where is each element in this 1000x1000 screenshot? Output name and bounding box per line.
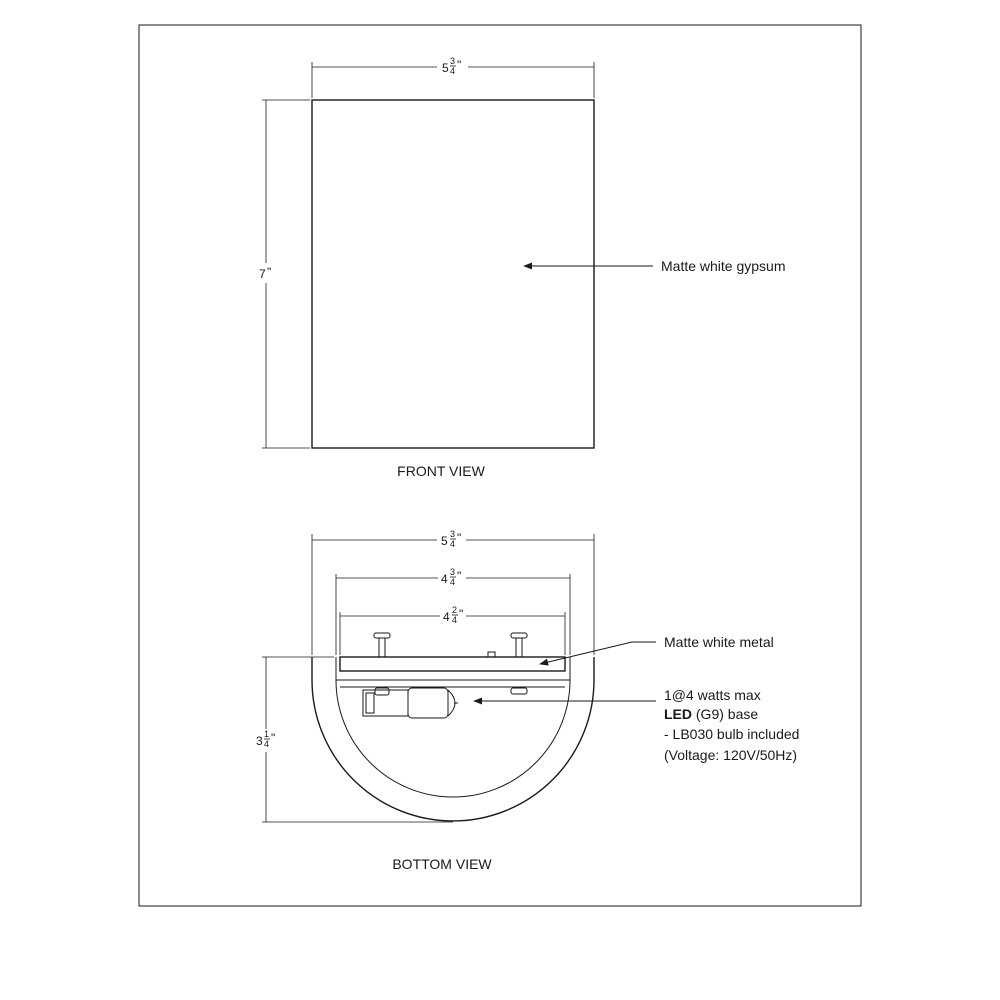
front-view-body — [311, 99, 595, 449]
metal-callout: Matte white metal — [539, 634, 774, 666]
bottom-depth-unit: " — [271, 731, 275, 745]
bottom-view-title: BOTTOM VIEW — [392, 856, 492, 872]
bulb-callout-led: LED — [664, 706, 692, 722]
drawing-border — [138, 24, 862, 907]
bottom-inner-shell — [335, 679, 571, 798]
bottom-outer-width-dimension: 5 3 4 " — [311, 529, 595, 655]
front-width-numerator: 3 — [450, 56, 455, 66]
bottom-depth-numerator: 1 — [264, 729, 269, 739]
front-height-whole: 7 — [259, 267, 266, 281]
front-height-dimension: 7 " — [259, 99, 310, 449]
bottom-screw-span-unit: " — [459, 607, 463, 621]
bottom-depth-whole: 3 — [256, 734, 263, 748]
front-view: 5 3 4 " 7 " Matte white gypsum FRONT VIE… — [259, 56, 786, 479]
front-width-denominator: 4 — [450, 66, 455, 76]
mounting-plate — [339, 656, 566, 672]
front-view-title: FRONT VIEW — [397, 463, 485, 479]
bottom-plate-width-numerator: 3 — [450, 567, 455, 577]
bulb-callout-line3: - LB030 bulb included — [664, 726, 799, 742]
mounting-screw-right — [510, 632, 528, 657]
gypsum-callout-label: Matte white gypsum — [661, 258, 786, 274]
bulb-callout-base: (G9) base — [692, 706, 758, 722]
bottom-screw-span-numerator: 2 — [452, 605, 457, 615]
bottom-plate-width-dimension: 4 3 4 " — [335, 567, 571, 655]
bulb-socket — [362, 687, 458, 719]
bottom-screw-span-denominator: 4 — [452, 615, 457, 625]
gypsum-callout: Matte white gypsum — [523, 258, 786, 274]
bottom-plate-width-denominator: 4 — [450, 577, 455, 587]
front-width-unit: " — [457, 58, 461, 72]
bulb-callout: 1@4 watts max LED (G9) base - LB030 bulb… — [473, 687, 799, 763]
bottom-outer-width-denominator: 4 — [450, 539, 455, 549]
bottom-outer-width-numerator: 3 — [450, 529, 455, 539]
bottom-screw-span-dimension: 4 2 4 " — [339, 605, 566, 655]
bottom-outer-width-unit: " — [457, 531, 461, 545]
front-width-dimension: 5 3 4 " — [311, 56, 595, 98]
metal-callout-label: Matte white metal — [664, 634, 774, 650]
bottom-depth-denominator: 4 — [264, 739, 269, 749]
front-width-whole: 5 — [442, 61, 449, 75]
mounting-screw-left — [373, 632, 391, 657]
bulb-callout-line4: (Voltage: 120V/50Hz) — [664, 747, 797, 763]
bottom-outer-shell — [311, 657, 595, 822]
bulb-callout-line1: 1@4 watts max — [664, 687, 761, 703]
bottom-view: 5 3 4 " 4 3 4 " 4 2 4 " — [256, 529, 799, 872]
bracket-nut — [510, 687, 528, 695]
bottom-outer-width-whole: 5 — [441, 534, 448, 548]
bottom-plate-width-whole: 4 — [441, 572, 448, 586]
bottom-plate-width-unit: " — [457, 569, 461, 583]
bulb-callout-line2: LED (G9) base — [664, 706, 758, 722]
bottom-depth-dimension: 3 1 4 " — [256, 656, 453, 823]
bottom-screw-span-whole: 4 — [443, 610, 450, 624]
front-height-unit: " — [267, 265, 271, 279]
